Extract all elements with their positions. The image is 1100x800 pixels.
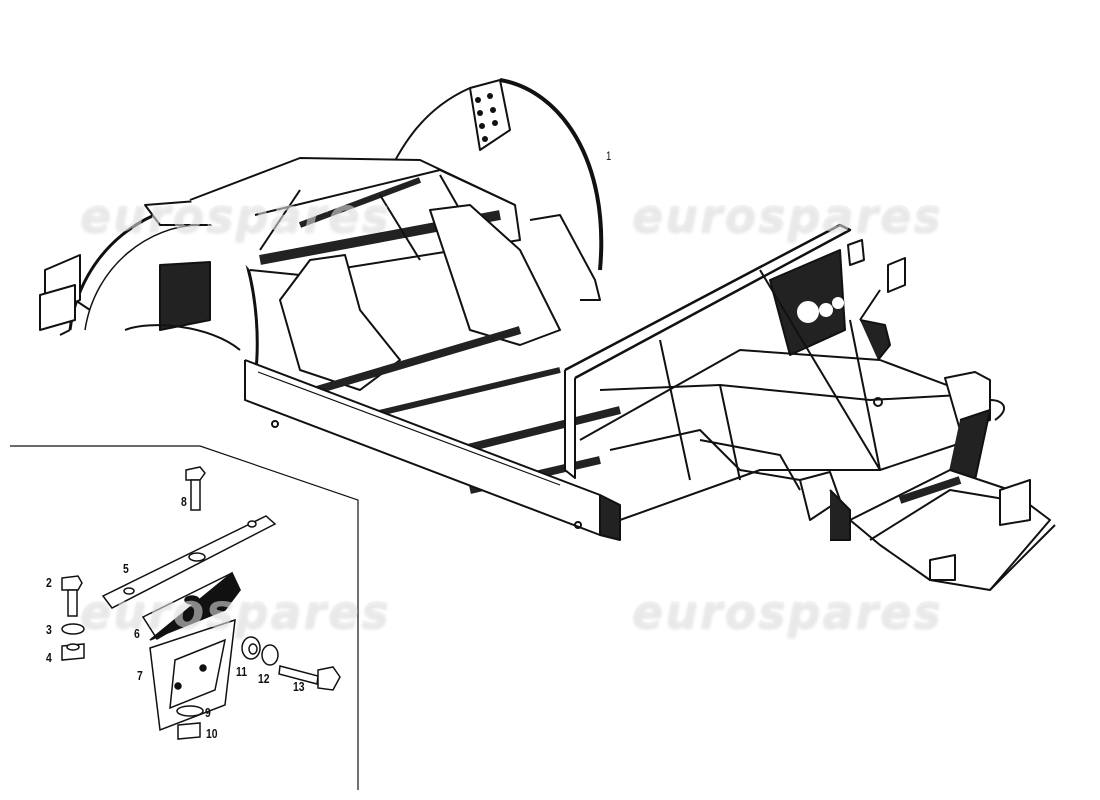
hardware-parts <box>61 466 341 740</box>
callout-5: 5 <box>123 561 129 576</box>
callout-4: 4 <box>46 650 52 665</box>
watermark: eurospares <box>80 188 391 242</box>
watermark: eurospares <box>632 188 943 242</box>
callout-9: 9 <box>205 705 211 720</box>
watermark: eurospares <box>80 584 391 638</box>
callout-2: 2 <box>46 575 52 590</box>
callout-11: 11 <box>236 664 247 679</box>
callout-12: 12 <box>258 671 270 686</box>
inset-border <box>10 445 359 790</box>
callout-10: 10 <box>206 726 218 741</box>
callout-7: 7 <box>137 668 143 683</box>
callout-13: 13 <box>293 679 305 694</box>
callout-1: 1 <box>606 149 612 163</box>
callout-3: 3 <box>46 622 52 637</box>
callout-6: 6 <box>134 626 140 641</box>
watermark: eurospares <box>632 584 943 638</box>
callout-8: 8 <box>181 494 187 509</box>
